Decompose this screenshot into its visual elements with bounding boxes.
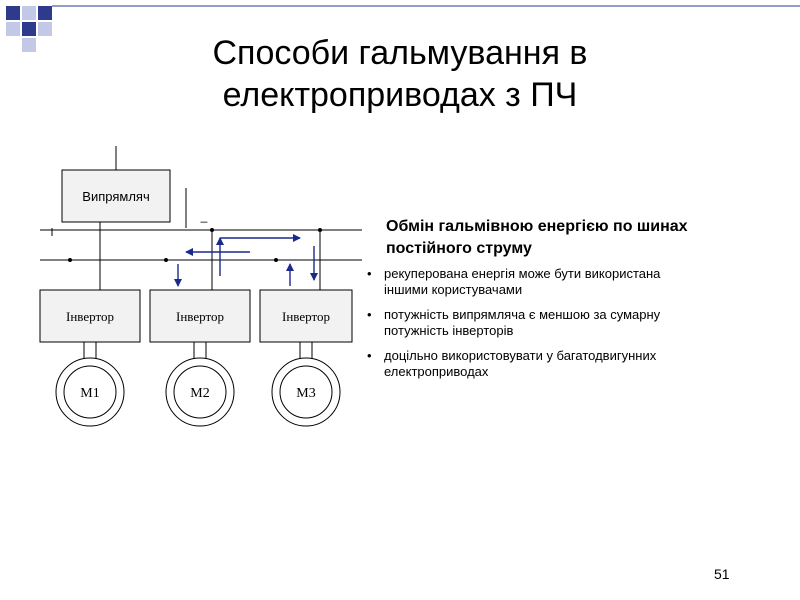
motor-2-label: M2 bbox=[190, 386, 209, 401]
deco-square bbox=[22, 6, 36, 20]
inverter-3-box bbox=[259, 289, 353, 343]
minus-sign: _ bbox=[200, 209, 208, 223]
deco-square bbox=[38, 6, 52, 20]
corner-decoration bbox=[6, 5, 800, 52]
bullet-line-2: електроприводах bbox=[384, 364, 489, 379]
deco-square bbox=[6, 6, 20, 20]
deco-square bbox=[6, 22, 20, 36]
content-heading: Обмін гальмівною енергією по шинах пості… bbox=[386, 216, 782, 260]
deco-square bbox=[22, 38, 36, 52]
motor-1-label: M1 bbox=[80, 386, 99, 401]
slide-content: Обмін гальмівною енергією по шинах пості… bbox=[362, 216, 782, 389]
bullet-item: • рекуперована енергія може бути викорис… bbox=[362, 266, 782, 298]
bullet-line-1: доцільно використовувати у багатодвигунн… bbox=[384, 348, 657, 363]
bullet-line-1: рекуперована енергія може бути використа… bbox=[384, 266, 661, 281]
bullet-dot: • bbox=[367, 348, 372, 363]
inverter-3-label: Інвертор bbox=[282, 309, 330, 324]
bullet-item: • потужність випрямляча є меншою за сума… bbox=[362, 307, 782, 339]
motor-3-inner bbox=[279, 365, 333, 419]
motor-1-outer bbox=[55, 357, 125, 427]
slide-title: Способи гальмування в електроприводах з … bbox=[100, 32, 700, 116]
dc-bus-diagram: Випрямляч _ Інвертор Інвертор Інвертор M… bbox=[39, 146, 362, 427]
bullet-dot: • bbox=[367, 307, 372, 322]
bullet-line-2: потужність інверторів bbox=[384, 323, 514, 338]
bullet-list: • рекуперована енергія може бути викорис… bbox=[362, 266, 782, 380]
rectifier-label: Випрямляч bbox=[82, 189, 149, 204]
deco-square bbox=[38, 22, 52, 36]
energy-flow-arrows bbox=[174, 234, 318, 287]
motor-1-inner bbox=[63, 365, 117, 419]
inverter-1-label: Інвертор bbox=[66, 309, 114, 324]
page-number: 51 bbox=[714, 566, 730, 582]
bus-junction bbox=[164, 258, 168, 262]
rectifier-box bbox=[61, 169, 171, 223]
heading-line-1: Обмін гальмівною енергією по шинах bbox=[386, 218, 688, 235]
bullet-line-2: іншими користувачами bbox=[384, 282, 523, 297]
motor-3-outer bbox=[271, 357, 341, 427]
inverter-2-label: Інвертор bbox=[176, 309, 224, 324]
bullet-item: • доцільно використовувати у багатодвигу… bbox=[362, 348, 782, 380]
inverter-1-box bbox=[39, 289, 141, 343]
bus-junction bbox=[274, 258, 278, 262]
title-line-1: Способи гальмування в bbox=[212, 34, 588, 72]
bullet-dot: • bbox=[367, 266, 372, 281]
deco-square bbox=[22, 22, 36, 36]
motor-2-inner bbox=[173, 365, 227, 419]
motor-2-outer bbox=[165, 357, 235, 427]
motor-3-label: M3 bbox=[296, 386, 315, 401]
inverter-2-box bbox=[149, 289, 251, 343]
title-line-2: електроприводах з ПЧ bbox=[222, 76, 578, 114]
heading-line-2: постійного струму bbox=[386, 240, 532, 257]
bus-junction bbox=[68, 258, 72, 262]
bullet-line-1: потужність випрямляча є меншою за сумарн… bbox=[384, 307, 661, 322]
